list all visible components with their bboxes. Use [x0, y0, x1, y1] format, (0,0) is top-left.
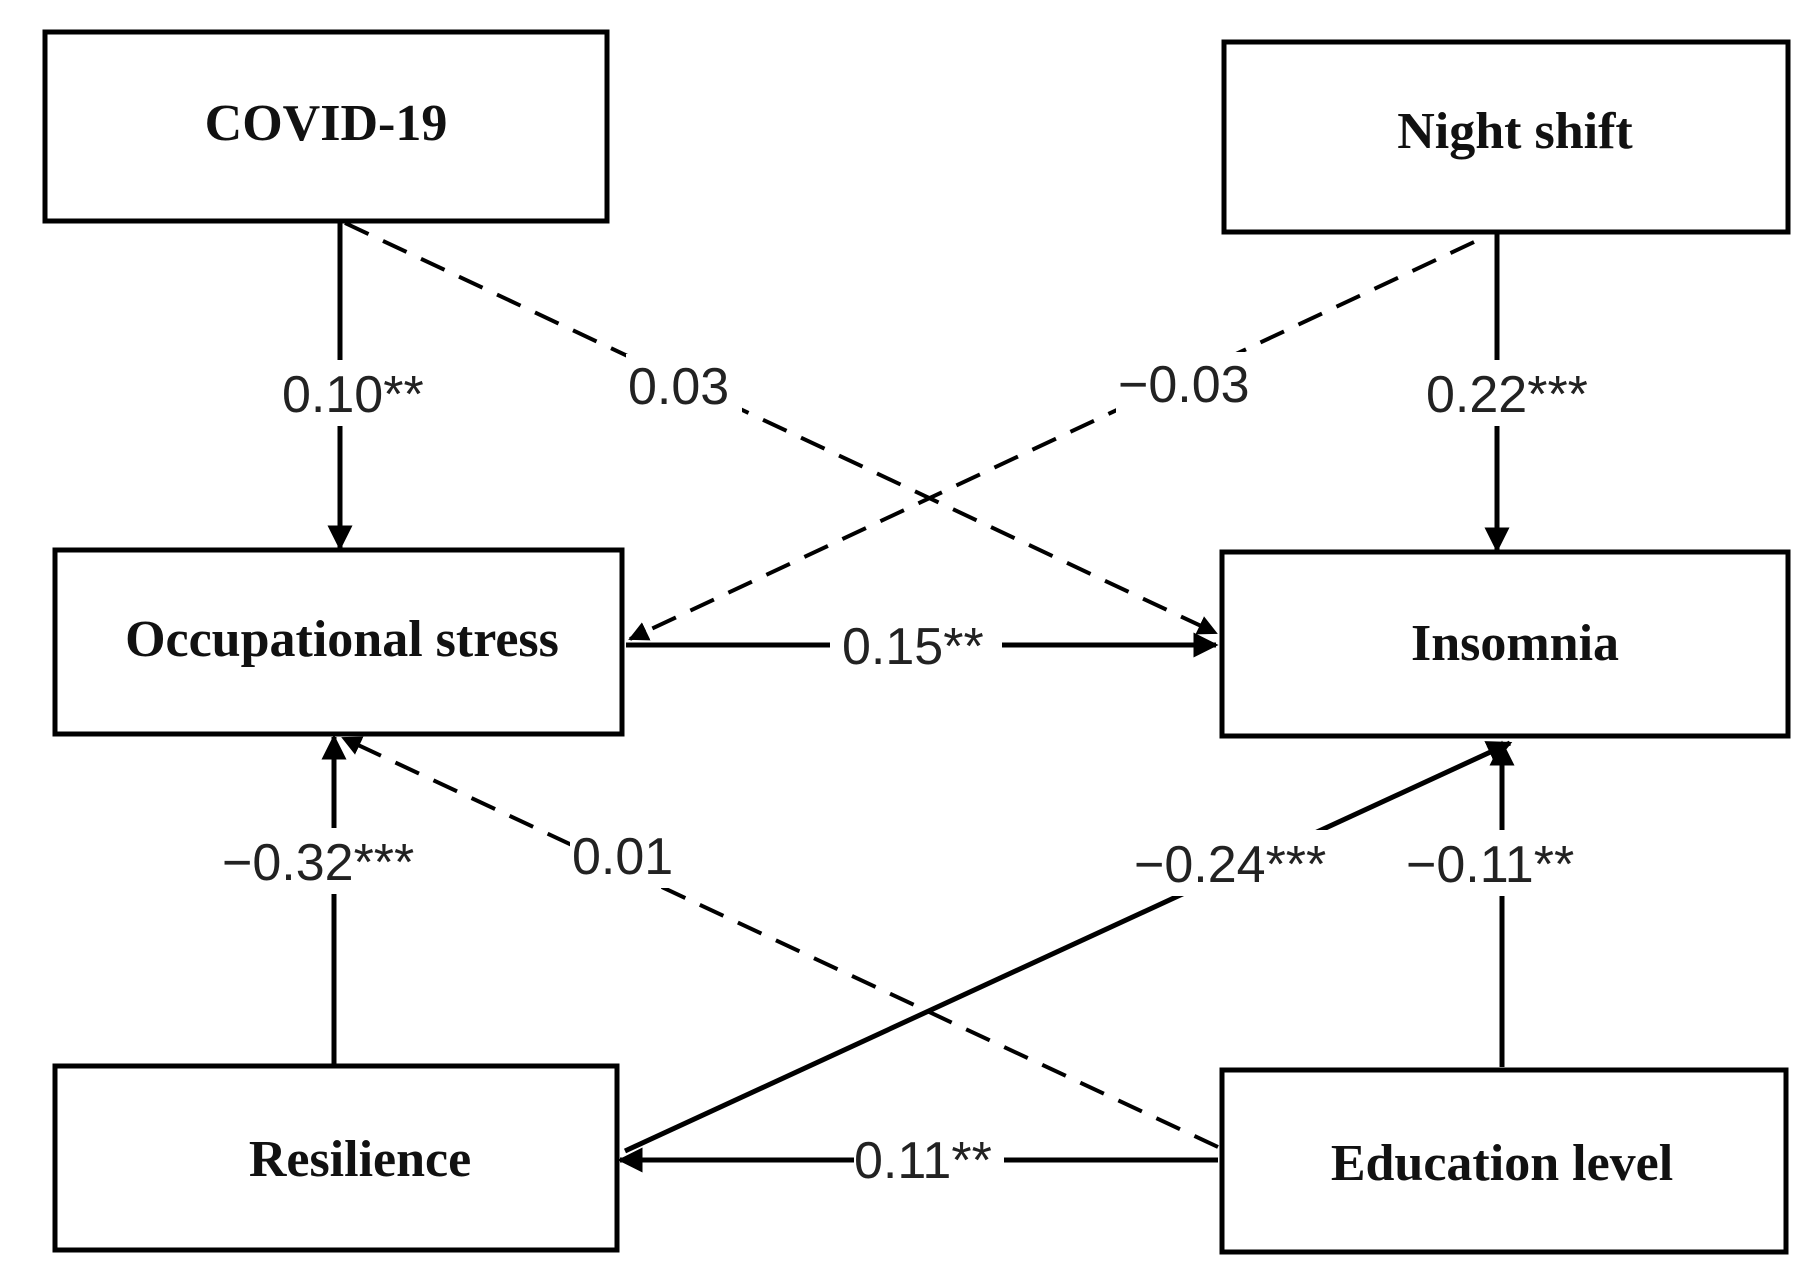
coefficient-labels: 0.10** 0.03 −0.03 0.22*** 0.15** −0.32**…	[220, 352, 1610, 1190]
node-insomnia: Insomnia	[1219, 549, 1791, 739]
coef-resilience-to-stress: −0.32***	[222, 834, 414, 892]
node-occupational-stress: Occupational stress	[52, 547, 625, 737]
node-covid: COVID-19	[42, 29, 610, 224]
node-night-shift: Night shift	[1221, 39, 1791, 235]
edge-resilience-to-insomnia	[623, 740, 1513, 1154]
node-resilience: Resilience	[52, 1063, 620, 1253]
node-night-shift-label: Night shift	[1397, 103, 1633, 160]
coef-covid-to-stress: 0.10**	[282, 366, 424, 424]
coef-resilience-to-insomnia: −0.24***	[1134, 836, 1326, 894]
coef-night-to-insomnia: 0.22***	[1426, 366, 1588, 424]
node-education-level-label: Education level	[1331, 1135, 1673, 1192]
coef-education-to-insomnia: −0.11**	[1406, 836, 1574, 894]
coef-education-to-stress: 0.01	[572, 828, 673, 886]
edge-education-to-stress	[341, 736, 1219, 1149]
node-resilience-label: Resilience	[249, 1131, 471, 1188]
coef-stress-to-insomnia: 0.15**	[842, 618, 984, 676]
node-occupational-stress-label: Occupational stress	[125, 611, 559, 668]
node-education-level: Education level	[1219, 1067, 1789, 1255]
node-covid-label: COVID-19	[205, 95, 448, 152]
node-insomnia-label: Insomnia	[1411, 615, 1619, 672]
coef-covid-to-insomnia: 0.03	[628, 358, 729, 416]
coef-education-to-resilience: 0.11**	[854, 1132, 992, 1190]
edge-night-to-stress	[628, 240, 1475, 641]
edge-covid-to-insomnia	[344, 221, 1218, 635]
coef-night-to-stress: −0.03	[1118, 356, 1250, 414]
